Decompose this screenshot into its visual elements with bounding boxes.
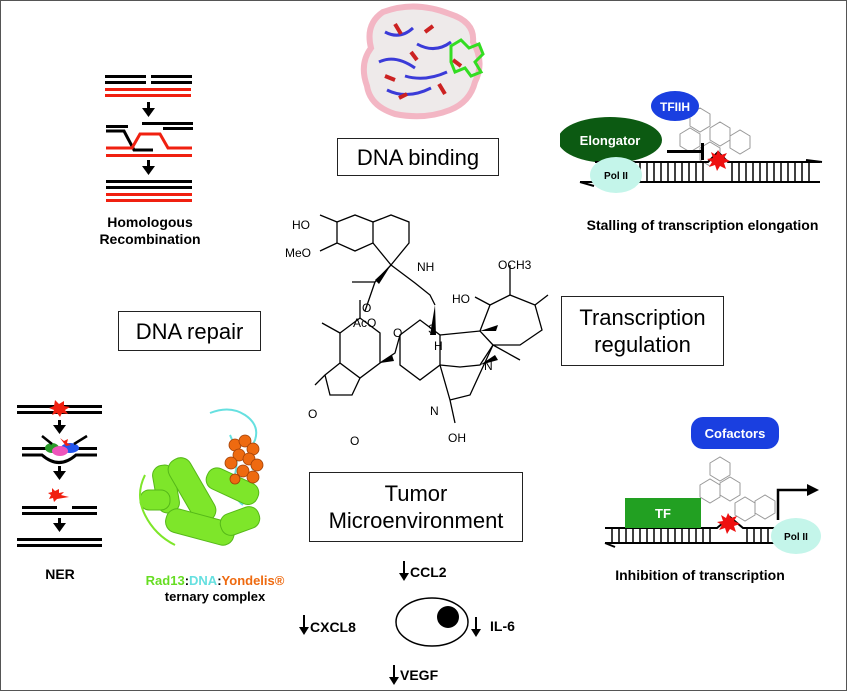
stalling-caption: Stalling of transcription elongation (586, 217, 819, 233)
rad13-dna-yondelis-structure (139, 408, 264, 546)
mol-label-h: H (434, 339, 443, 353)
pol2-oval (771, 518, 821, 554)
cxcl8-item: CXCL8 (299, 615, 356, 635)
vegf-item: VEGF (389, 665, 439, 685)
homologous-recombination-diagram (105, 75, 193, 202)
down-arrow-icon (142, 102, 155, 117)
tumor-microenvironment-line-2: Microenvironment (328, 508, 504, 533)
down-arrow-icon (399, 561, 409, 581)
ternary-complex-subtitle: ternary complex (164, 589, 266, 604)
down-arrow-icon (299, 615, 309, 635)
stereo-wedges (375, 265, 498, 365)
cytokine-cxcl8: CXCL8 (310, 619, 356, 635)
dna-binding-structure (360, 3, 485, 120)
tf-label: TF (655, 506, 671, 521)
hr-step-2-strand-invasion (106, 122, 193, 157)
down-arrow-icon (389, 665, 399, 685)
tumor-microenvironment-line-1: Tumor (384, 481, 448, 506)
ner-step-1-lesion (17, 400, 102, 417)
homologous-recombination-caption: Homologous Recombination (88, 214, 212, 248)
down-arrow-icon (53, 466, 66, 480)
elongator-label: Elongator (580, 133, 641, 148)
cytokine-il6: IL-6 (490, 618, 515, 634)
transcription-regulation-box: Transcription regulation (561, 296, 724, 366)
ner-diagram (17, 400, 102, 547)
dna-repair-label: DNA repair (135, 318, 244, 344)
hr-step-1-broken-duplex (105, 75, 192, 97)
ternary-complex-title: Rad13:DNA:Yondelis® (125, 573, 305, 589)
cytokine-ccl2: CCL2 (410, 564, 447, 580)
stalling-elongation-diagram: TFIIH Elongator Pol II (560, 91, 823, 193)
dna-repair-box: DNA repair (118, 311, 261, 351)
cofactors-shape-body (691, 417, 779, 449)
hr-step-3-repaired-duplex (106, 180, 192, 202)
tfiih-oval (651, 91, 699, 121)
il6-item: IL-6 (471, 617, 515, 637)
ternary-complex-caption: Rad13:DNA:Yondelis® ternary complex (125, 573, 305, 605)
tf-box (625, 498, 701, 528)
ccl2-item: CCL2 (399, 561, 447, 581)
mol-label-och3: OCH3 (498, 258, 532, 272)
pol2-label: Pol II (784, 532, 808, 543)
dna-lesion-icon (707, 150, 730, 171)
down-arrow-icon (142, 160, 155, 175)
trabectedin-structure-faint (699, 456, 776, 522)
mol-label-oh: OH (448, 431, 466, 445)
mol-label-nh: NH (417, 260, 434, 274)
separator-2: : (217, 573, 222, 588)
mol-label-n-right: N (484, 359, 493, 373)
tfiih-label: TFIIH (660, 100, 690, 114)
mol-label-s: S (428, 322, 436, 336)
mol-label-ho-top: HO (292, 218, 310, 232)
down-arrow-icon (53, 420, 66, 434)
mol-label-n-center: N (430, 404, 439, 418)
elongator-oval (560, 117, 662, 163)
yondelis-spheres-orange (224, 434, 264, 485)
down-arrow-icon (53, 518, 66, 532)
cytokine-vegf: VEGF (400, 667, 439, 683)
yondelis-ligand (449, 38, 485, 78)
pol2-label: Pol II (604, 171, 628, 182)
dna-phosphates-red (384, 22, 463, 100)
transcription-start-arrow-icon (776, 484, 819, 520)
inhibition-transcription-diagram: Cofactors TF Pol II (604, 417, 821, 554)
mol-label-ho-right: HO (452, 292, 470, 306)
inhibition-bar-icon (667, 143, 704, 160)
pol2-oval (590, 157, 642, 193)
mol-label-o-ring: O (393, 326, 402, 340)
dna-nucleotides-blue (378, 26, 452, 96)
caption-line-1: Homologous (107, 214, 193, 230)
transcription-regulation-line-2: regulation (594, 332, 691, 357)
rad13-protein-green (139, 457, 261, 546)
transcription-regulation-line-1: Transcription (579, 305, 706, 330)
mol-label-o-carbonyl: O (362, 301, 371, 315)
ner-caption: NER (45, 566, 75, 582)
ner-step-4-repaired (17, 538, 102, 547)
caption-line-2: Recombination (99, 231, 201, 247)
trabectedin-structure: HO MeO NH OCH3 HO O AcO S O H N N OH O O (285, 214, 549, 448)
ner-step-2-excision-complex (22, 434, 97, 464)
dna-binding-label: DNA binding (356, 144, 480, 170)
dna-label: DNA (189, 573, 218, 588)
mol-label-o-dioxole-top: O (308, 407, 317, 421)
cytokine-panel: CCL2 CXCL8 IL-6 VEGF (299, 561, 515, 685)
mol-label-aco: AcO (353, 316, 376, 330)
dna-binding-box: DNA binding (337, 138, 499, 176)
rad13-label: Rad13 (145, 573, 185, 588)
separator-1: : (184, 573, 190, 588)
yondelis-label: Yondelis® (221, 573, 285, 588)
ner-protein-pink (52, 446, 68, 456)
cofactors-label: Cofactors (705, 426, 766, 441)
down-arrow-icon (471, 617, 481, 637)
ner-step-3-gap (22, 488, 97, 515)
inhibition-caption: Inhibition of transcription (615, 567, 785, 583)
dna-lesion-icon (717, 513, 740, 534)
cell-nucleus-icon (437, 606, 459, 628)
tumor-microenvironment-box: Tumor Microenvironment (309, 472, 523, 542)
mol-label-o-dioxole-bottom: O (350, 434, 359, 448)
mol-label-meo: MeO (285, 246, 311, 260)
